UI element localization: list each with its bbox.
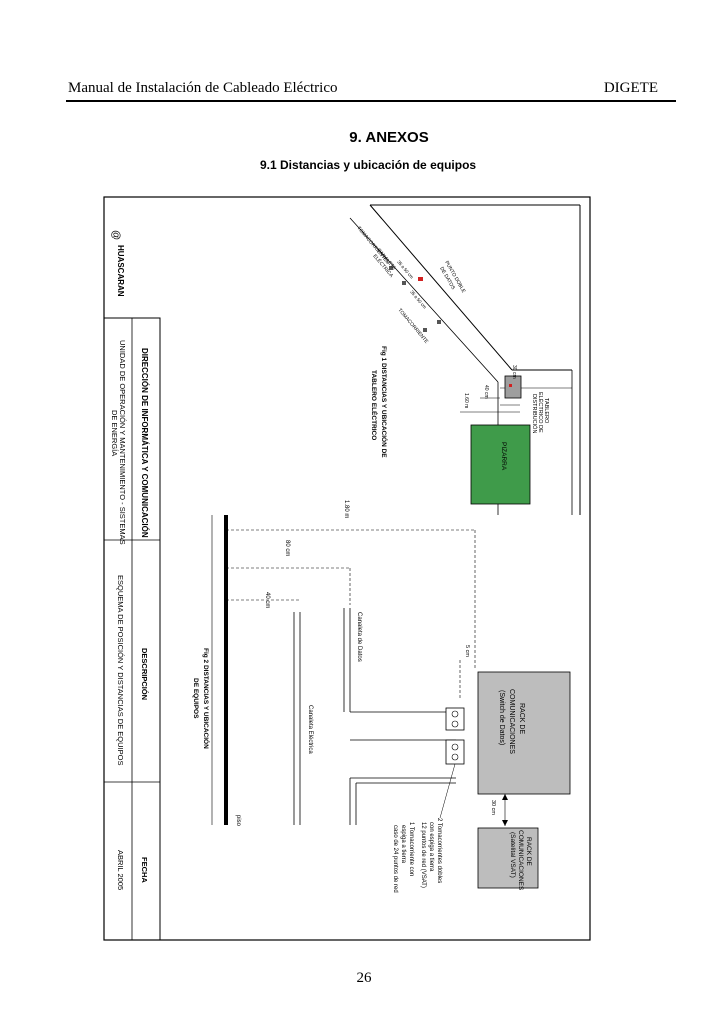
logo-mark: @ [110, 230, 121, 240]
header-right: DIGETE [603, 80, 658, 96]
fig2-caption-2: DE EQUIPOS [192, 678, 199, 719]
fig1-diagram: PIZARRA TABLERO ELÉCTRICO DE DISTRIBUCIÓ… [349, 204, 581, 515]
fig1-35a: 35 a 50 cm [396, 259, 414, 279]
section-title: 9. ANEXOS [349, 129, 429, 146]
date-text: ABRIL 2005 [116, 850, 125, 890]
fig2-canaleta-datos: Canaleta de Datos [356, 612, 362, 662]
rack2-line1: RACK DE [525, 837, 532, 867]
fig2-5cm: 5 cm [464, 645, 470, 657]
fig2-80: 80 cm [284, 540, 290, 556]
fig1-160: 1.60 m [463, 393, 469, 408]
data-outlet-1 [418, 277, 423, 281]
desc-text: ESQUEMA DE POSICIÓN Y DISTANCIAS DE EQUI… [116, 575, 125, 765]
org-name: DIRECCIÓN DE INFORMÁTICA Y COMUNICACIÓN [140, 348, 149, 538]
tablero-label-3: DISTRIBUCIÓN [531, 394, 538, 433]
note1-line1: 2 Tomacorrientes dobles [436, 818, 442, 883]
outlet-double-2 [445, 739, 465, 765]
fig1-40cm: 40 cm [483, 385, 489, 399]
outlet-double-1 [445, 707, 465, 731]
pizarra-label: PIZARRA [500, 442, 507, 471]
fig1-caption-1: Fig 1 DISTANCIAS Y UBICACIÓN DE [380, 346, 389, 458]
pizarra-board [470, 424, 531, 505]
fig1-caption-2: TABLERO ELÉCTRICO [370, 370, 379, 440]
fig2-180: 1.80 m [343, 500, 349, 518]
fig2-piso: piso [235, 815, 241, 827]
rack1-line3: (Switch de Datos) [498, 690, 505, 745]
fig2-caption-1: Fig 2 DISTANCIAS Y UBICACIÓN [202, 648, 211, 749]
rack1-line2: COMUNICACIONES [508, 689, 515, 754]
unit-name-2: DE ENERGÍA [110, 410, 119, 456]
note2-line2: espiga a tierra [400, 825, 406, 864]
logo-text: HUASCARAN [116, 245, 125, 297]
rack2-line3: (Satelital VSAT) [509, 832, 516, 878]
tablero-label-2: ELÉCTRICO DE [537, 392, 544, 433]
note1-line2: con espiga a tierra [428, 822, 434, 872]
note2-line1: 1 Tomacorriente con [408, 822, 414, 876]
date-label: FECHA [140, 857, 149, 883]
tablero-label-1: TABLERO [543, 398, 549, 424]
fig2-40: 40 cm [264, 592, 270, 608]
fig1-30cm: 30 cm [511, 365, 517, 379]
rack1-line1: RACK DE [518, 703, 525, 734]
header-left: Manual de Instalación de Cableado Eléctr… [68, 80, 338, 96]
fig2-30cm: 30 cm [490, 800, 496, 815]
rack-switch [477, 671, 571, 795]
fig2-canaleta-electrica: Canaleta Eléctrica [307, 705, 313, 754]
fig1-35b: 35 a 50 cm [409, 289, 427, 309]
subsection-title: 9.1 Distancias y ubicación de equipos [260, 158, 477, 172]
title-block: @ HUASCARAN DIRECCIÓN DE INFORMÁTICA Y C… [103, 197, 161, 941]
rack2-line2: COMUNICACIONES [517, 830, 524, 891]
page-number: 26 [356, 970, 372, 986]
rack-vsat [477, 827, 539, 889]
header-rule [66, 100, 676, 102]
desc-label: DESCRIPCIÓN [140, 648, 149, 700]
note1-line3: 12 puntos de red (VSAT) [420, 822, 426, 888]
fig1-tomacorriente: TOMACORRIENTE [396, 307, 429, 345]
unit-name: UNIDAD DE OPERACIÓN Y MANTENIMIENTO - SI… [118, 340, 127, 545]
fig2-diagram: piso 1.80 m 80 cm 40 cm Canaleta de Dato… [192, 500, 571, 893]
tablero-box [504, 375, 522, 399]
note2-line3: caso de 24 puntos de red [392, 825, 398, 893]
